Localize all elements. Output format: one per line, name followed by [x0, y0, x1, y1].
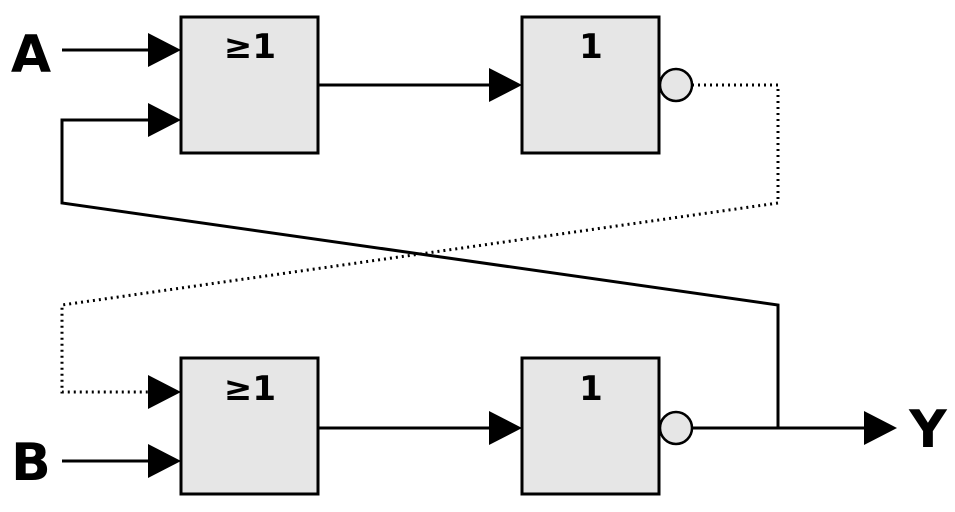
wire-feedback-to-top-or	[60, 103, 780, 428]
wire-top-or-to-not	[318, 68, 522, 102]
wire-input-b	[62, 444, 181, 478]
top-not-gate-box	[520, 15, 661, 155]
bottom-or-gate-box	[179, 356, 320, 496]
wire-output-y	[692, 411, 897, 445]
bottom-not-gate: 1	[520, 356, 694, 496]
input-b-label: B	[11, 433, 51, 493]
wire-input-a	[62, 33, 181, 67]
top-not-gate: 1	[520, 15, 694, 155]
arrowhead	[148, 103, 181, 137]
top-not-gate-label: 1	[579, 27, 603, 67]
arrowhead	[489, 411, 522, 445]
arrowhead	[148, 444, 181, 478]
top-or-gate-label: ≥1	[224, 27, 276, 67]
bottom-inversion-bubble	[658, 410, 694, 446]
bottom-or-gate-label: ≥1	[224, 369, 276, 409]
arrowhead	[489, 68, 522, 102]
top-or-gate: ≥1	[179, 15, 320, 155]
bottom-not-gate-label: 1	[579, 369, 603, 409]
top-or-gate-box	[179, 15, 320, 155]
arrowhead	[148, 33, 181, 67]
top-inversion-bubble	[658, 67, 694, 103]
bottom-or-gate: ≥1	[179, 356, 320, 496]
input-a-label: A	[11, 25, 51, 85]
arrowhead	[864, 411, 897, 445]
wire-cross-dotted	[60, 83, 780, 409]
wire-bottom-or-to-not	[318, 411, 522, 445]
output-y-label: Y	[908, 400, 948, 460]
arrowhead	[148, 375, 181, 409]
